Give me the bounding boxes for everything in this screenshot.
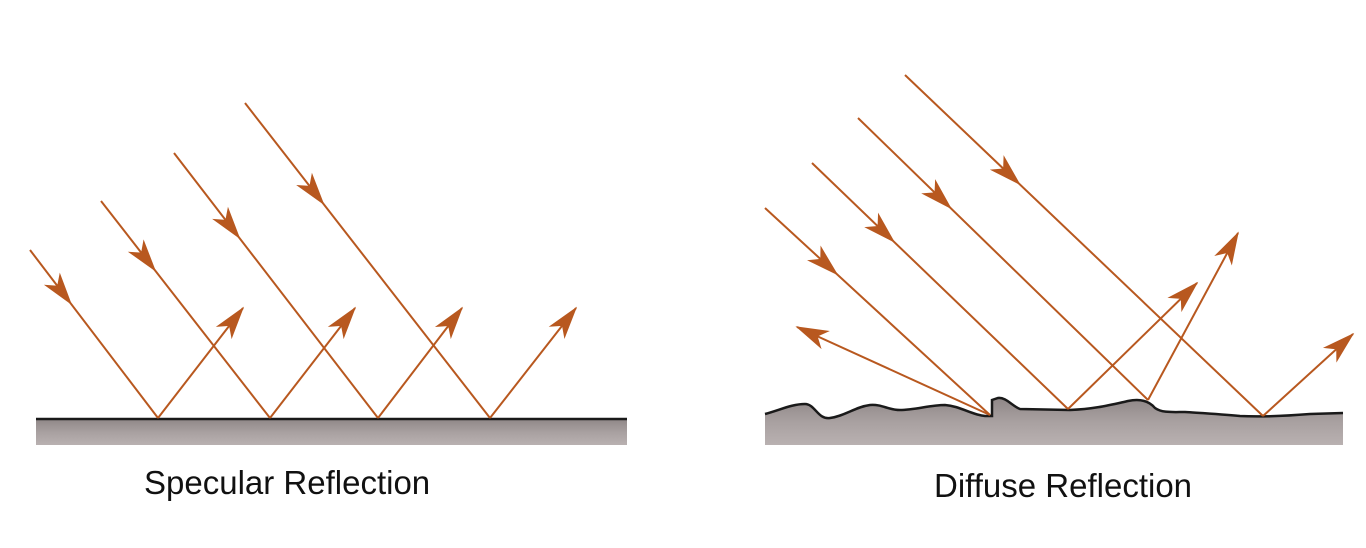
specular-reflected-ray-3 — [377, 307, 463, 419]
specular-incident-arrowhead-4 — [296, 172, 325, 206]
specular-reflected-ray-2 — [269, 307, 356, 419]
diffuse-incident-arrowhead-1 — [807, 245, 839, 276]
specular-incident-ray-1 — [29, 249, 159, 419]
rough-surface — [765, 397, 1343, 445]
specular-reflected-arrowhead-1 — [215, 306, 245, 340]
specular-incident-ray-4 — [244, 102, 491, 419]
specular-incident-ray-3 — [173, 152, 379, 419]
diffuse-incident-arrowhead-3 — [921, 179, 953, 210]
specular-reflected-arrowhead-4 — [548, 306, 578, 340]
specular-panel — [29, 102, 627, 445]
specular-incident-arrowhead-2 — [127, 239, 157, 272]
specular-incident-arrowhead-1 — [43, 272, 73, 306]
diffuse-reflected-arrowhead-1 — [795, 326, 830, 350]
specular-incident-arrowhead-3 — [212, 206, 241, 240]
diffuse-rays — [764, 74, 1355, 417]
diffuse-reflected-ray-3 — [1147, 232, 1239, 401]
smooth-surface — [36, 419, 627, 445]
diffuse-reflected-arrowhead-4 — [1322, 332, 1355, 363]
specular-reflected-arrowhead-3 — [434, 306, 464, 340]
diffuse-reflected-arrowhead-3 — [1214, 231, 1239, 266]
diffuse-reflected-ray-1 — [796, 326, 991, 416]
diffuse-reflected-ray-2 — [1067, 282, 1198, 410]
specular-reflected-ray-4 — [489, 307, 577, 419]
specular-reflected-arrowhead-2 — [327, 306, 357, 340]
diffuse-incident-ray-4 — [904, 74, 1264, 417]
diffuse-caption: Diffuse Reflection — [934, 467, 1193, 504]
diffuse-incident-arrowhead-2 — [864, 212, 896, 243]
specular-rays — [29, 102, 578, 419]
specular-incident-ray-2 — [100, 200, 271, 419]
diffuse-panel — [764, 74, 1355, 445]
specular-caption: Specular Reflection — [144, 464, 431, 501]
diffuse-incident-arrowhead-4 — [989, 155, 1021, 186]
diffuse-incident-ray-2 — [811, 162, 1069, 410]
specular-reflected-ray-1 — [157, 307, 244, 419]
diffuse-reflected-arrowhead-2 — [1167, 281, 1199, 313]
rough-surface-edge — [764, 396, 1344, 420]
diffuse-incident-ray-1 — [764, 207, 991, 416]
diffuse-incident-ray-3 — [857, 117, 1149, 401]
